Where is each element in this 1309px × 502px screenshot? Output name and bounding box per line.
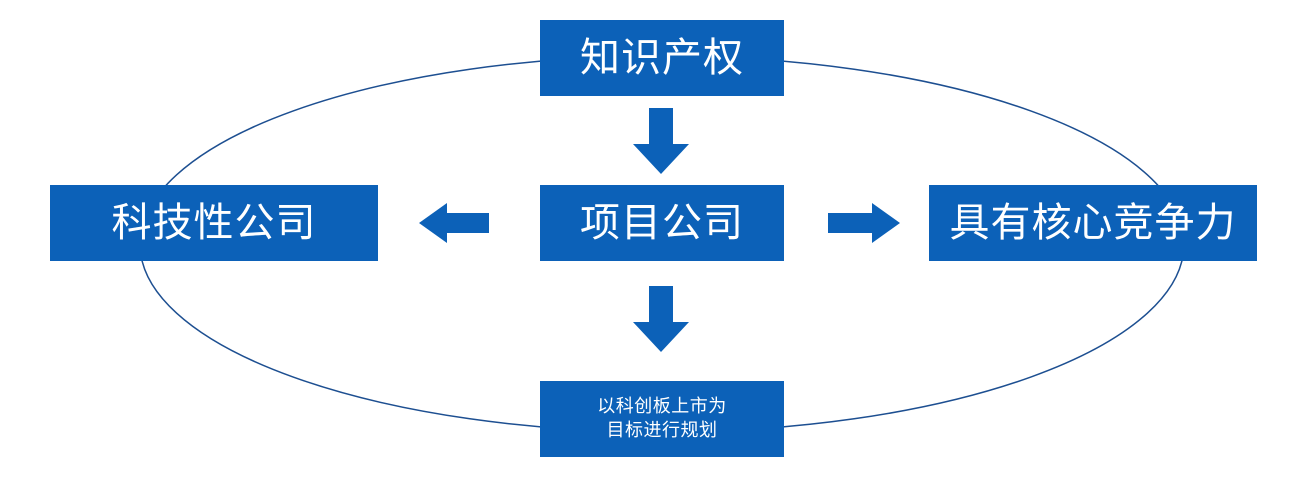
arrow-down-shape: [633, 286, 689, 352]
node-project-company-label: 项目公司: [580, 200, 744, 246]
node-project-company: 项目公司: [540, 185, 784, 261]
node-star-market-plan: 以科创板上市为 目标进行规划: [540, 381, 784, 457]
node-star-market-plan-line1: 以科创板上市为: [597, 396, 727, 417]
node-tech-company: 科技性公司: [50, 185, 378, 261]
node-core-competitiveness: 具有核心竞争力: [929, 185, 1257, 261]
arrow-right-icon: [828, 203, 900, 243]
arrow-down-icon: [633, 108, 689, 174]
arrow-left-shape: [419, 203, 489, 243]
node-tech-company-label: 科技性公司: [111, 200, 317, 246]
arrow-down-icon: [633, 286, 689, 352]
arrow-down-shape: [633, 108, 689, 174]
node-intellectual-property-label: 知识产权: [580, 35, 744, 81]
node-intellectual-property: 知识产权: [540, 20, 784, 96]
arrow-right-shape: [828, 203, 900, 243]
node-core-competitiveness-label: 具有核心竞争力: [949, 200, 1237, 246]
arrow-left-icon: [419, 203, 489, 243]
node-star-market-plan-line2: 目标进行规划: [606, 420, 718, 441]
